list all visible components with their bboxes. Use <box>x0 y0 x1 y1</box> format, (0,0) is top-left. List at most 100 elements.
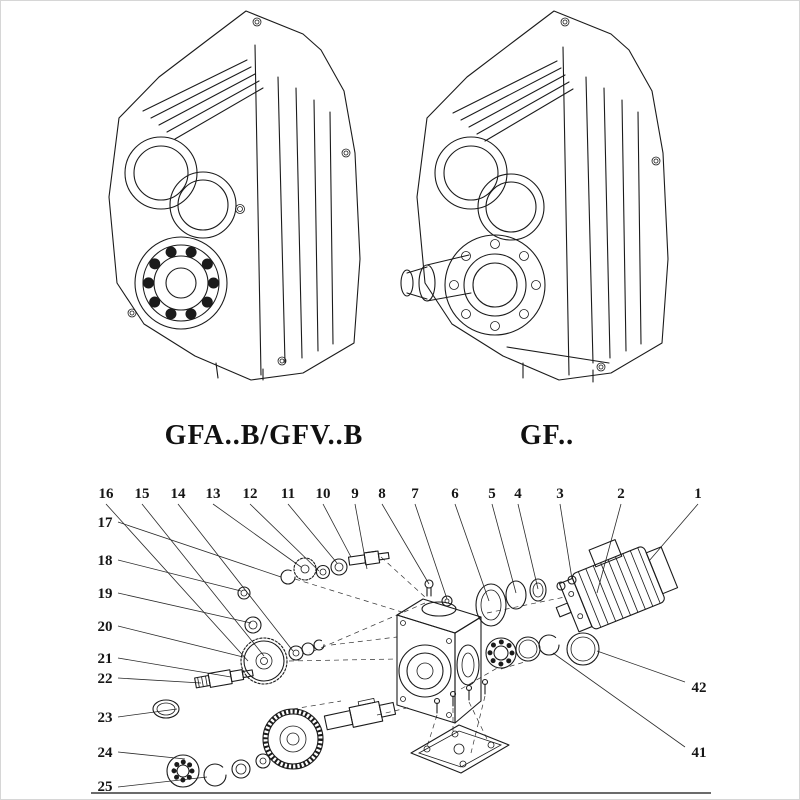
motor-shaft <box>555 602 572 618</box>
output-shaft-stub <box>400 254 472 302</box>
bolt-holes <box>560 17 661 372</box>
callout-17: 17 <box>98 515 114 531</box>
housing-side-face <box>454 616 482 724</box>
bearing-rollers <box>143 245 219 321</box>
gear-teeth-band <box>263 709 323 769</box>
output-bearing <box>166 754 200 788</box>
spacer-ring-18 <box>237 586 251 600</box>
model-label-gf: GF.. <box>519 420 575 451</box>
housing-outline <box>416 10 669 381</box>
gasket <box>475 583 507 627</box>
callout-21: 21 <box>98 651 113 667</box>
housing-side-bore <box>456 644 480 686</box>
callout-22: 22 <box>98 671 113 687</box>
shim-2 <box>529 578 547 602</box>
side-panel-ribs <box>585 76 642 364</box>
pinion-gear-teeth <box>293 557 317 581</box>
mounting-feet <box>215 362 264 381</box>
washer <box>231 759 251 779</box>
model-label-gfab: GFA..B/GFV..B <box>164 420 364 451</box>
callout-3: 3 <box>556 486 564 502</box>
ball-bearing <box>485 637 517 669</box>
output-bearing-set <box>166 753 271 788</box>
output-gear <box>262 708 324 770</box>
gasket-and-shims <box>475 575 577 627</box>
callout-10: 10 <box>316 486 331 502</box>
circlip <box>313 639 325 651</box>
washer <box>315 564 331 580</box>
motor-terminal-box <box>588 539 623 568</box>
face-divider-edge <box>254 44 262 376</box>
mounting-feet <box>522 362 594 383</box>
callout-14: 14 <box>171 486 187 502</box>
callout-8: 8 <box>378 486 386 502</box>
callout-24: 24 <box>98 745 114 761</box>
shaft-key <box>357 697 376 707</box>
bolt-holes <box>127 17 351 366</box>
face-divider-edge <box>562 46 570 376</box>
left-gearbox-drawing <box>108 10 361 381</box>
callout-42: 42 <box>692 680 707 696</box>
leader-lines <box>105 503 699 788</box>
snap-ring-25 <box>203 763 227 787</box>
gear-housing <box>396 598 482 724</box>
housing-top-opening <box>421 601 457 617</box>
intermediate-gear-set <box>237 586 325 685</box>
spacer-ring <box>515 636 541 662</box>
cooling-fins <box>142 59 264 140</box>
callout-13: 13 <box>206 486 221 502</box>
output-flange <box>444 234 546 336</box>
side-panel-ribs <box>277 76 334 364</box>
callout-15: 15 <box>135 486 150 502</box>
washer <box>288 645 304 661</box>
right-gearbox-drawing <box>400 10 669 383</box>
input-pinion-assembly <box>280 550 390 585</box>
bottom-cover-plate <box>410 724 510 774</box>
gear-bore-circles <box>124 136 237 239</box>
callout-4: 4 <box>514 486 522 502</box>
motor-fan-cover <box>645 546 679 595</box>
callout-1: 1 <box>694 486 702 502</box>
callout-18: 18 <box>98 553 113 569</box>
callout-11: 11 <box>281 486 295 502</box>
pinion-gear-bore <box>300 564 310 574</box>
callout-6: 6 <box>451 486 459 502</box>
callout-9: 9 <box>351 486 359 502</box>
cover-bolts <box>433 678 489 714</box>
exploded-parts-diagram: 16 15 14 13 12 11 10 9 8 7 6 5 4 3 2 1 1… <box>91 486 711 795</box>
gear-bore-circles <box>434 136 545 241</box>
motor-fins <box>577 547 661 628</box>
callout-7: 7 <box>411 486 419 502</box>
callout-16: 16 <box>99 486 115 502</box>
construction-lines <box>288 556 566 754</box>
callout-20: 20 <box>98 619 113 635</box>
callout-12: 12 <box>243 486 258 502</box>
retaining-ring <box>280 569 296 585</box>
callout-19: 19 <box>98 586 113 602</box>
callout-25: 25 <box>98 779 113 795</box>
output-shaft <box>323 697 397 731</box>
snap-ring <box>538 634 560 656</box>
housing-main-bore <box>398 644 452 698</box>
plug <box>441 595 453 607</box>
callout-41: 41 <box>692 745 707 761</box>
cooling-fins <box>452 60 574 142</box>
housing-outline <box>108 10 361 381</box>
flange-bolt-holes <box>449 239 541 331</box>
shim <box>505 580 527 610</box>
bearing-rings <box>485 632 600 669</box>
callout-23: 23 <box>98 710 113 726</box>
eye-bolt <box>424 579 434 589</box>
main-output-bearing <box>134 236 228 330</box>
motor <box>555 539 679 633</box>
collar <box>255 753 271 769</box>
bolt <box>556 581 566 591</box>
oil-seal <box>566 632 600 666</box>
spacer <box>301 642 315 656</box>
base-edge <box>506 346 610 364</box>
housing-bolt-holes <box>400 620 452 718</box>
input-shaft <box>347 550 390 566</box>
intermediate-shaft <box>194 669 254 689</box>
